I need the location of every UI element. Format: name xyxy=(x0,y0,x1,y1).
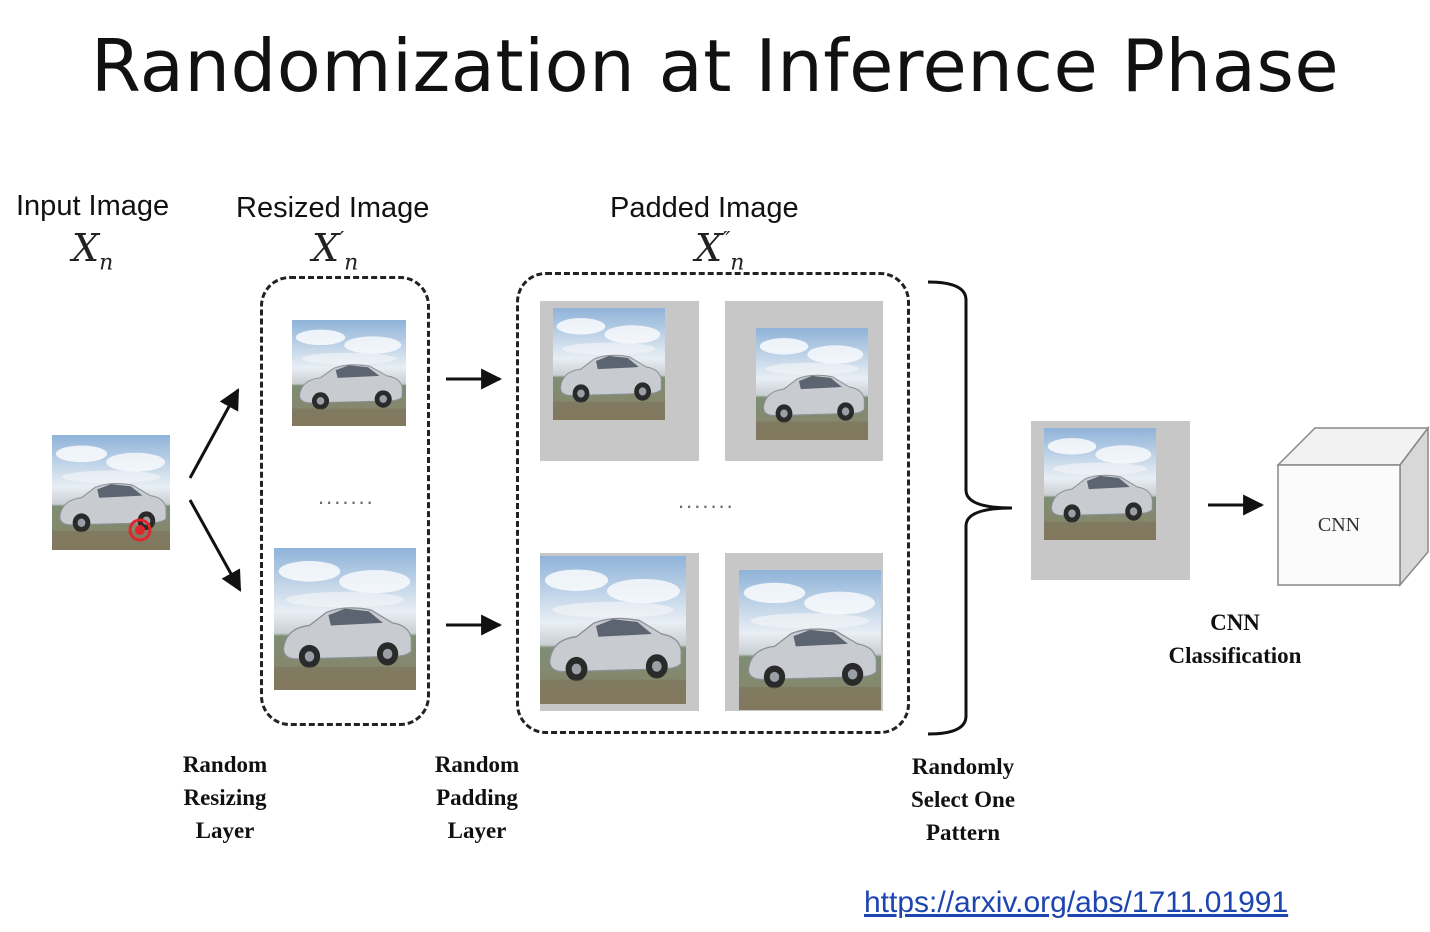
resized-image-var: X′n xyxy=(312,226,359,276)
arrow-icon xyxy=(188,388,240,479)
resized-car-photo-small xyxy=(292,320,406,426)
padded-ellipsis: ....... xyxy=(678,488,735,513)
resized-image-label: Resized Image xyxy=(236,192,430,224)
padded-image-var: X″n xyxy=(695,226,745,276)
padded-car-photo-4 xyxy=(739,570,881,710)
padded-images-group xyxy=(516,272,910,734)
arxiv-link[interactable]: https://arxiv.org/abs/1711.01991 xyxy=(864,886,1289,919)
resized-ellipsis: ....... xyxy=(318,484,375,509)
arrow-icon xyxy=(188,499,242,592)
padded-car-photo-2 xyxy=(756,328,868,440)
resized-images-group xyxy=(260,276,430,726)
input-image-var: Xn xyxy=(72,226,114,276)
cursor-indicator-icon xyxy=(128,518,152,542)
slide-title: Randomization at Inference Phase xyxy=(90,24,1340,108)
padded-car-photo-1 xyxy=(553,308,665,420)
cnn-box-label: CNN xyxy=(1317,514,1361,536)
curly-brace-icon xyxy=(927,280,1013,736)
padded-car-photo-3 xyxy=(540,556,686,704)
cnn-cube-icon xyxy=(1276,425,1430,588)
input-image-label: Input Image xyxy=(16,190,170,222)
selected-car-photo xyxy=(1044,428,1156,540)
resized-car-photo-large xyxy=(274,548,416,690)
padded-image-label: Padded Image xyxy=(610,192,799,224)
